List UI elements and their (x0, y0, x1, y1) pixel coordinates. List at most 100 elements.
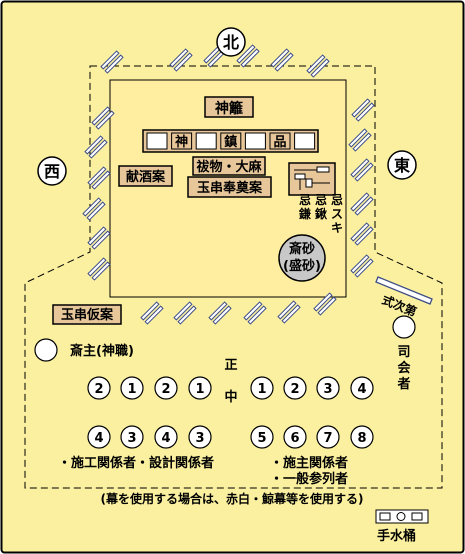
svg-text:玉串仮案: 玉串仮案 (61, 307, 114, 323)
bamboo-stake (350, 222, 374, 246)
attendee-seats: 2 1 2 1 4 3 4 3 1 2 3 4 5 6 7 8 (87, 376, 374, 449)
attendee-seat: 6 (283, 425, 307, 449)
seat-number: 1 (257, 382, 266, 397)
bamboo-stake (87, 257, 111, 281)
bamboo-stake (236, 44, 260, 68)
seat-number: 8 (357, 431, 366, 446)
enclosure-dashed-line (24, 65, 443, 489)
offering-cell (146, 132, 168, 150)
shoumen-bottom: 中 (224, 389, 237, 405)
attendee-seat: 4 (350, 376, 374, 400)
seat-number: 3 (127, 431, 136, 446)
temizuoke: 手水桶 (375, 509, 429, 544)
bamboo-stake (140, 301, 164, 325)
attendee-seat: 1 (188, 376, 212, 400)
shoumen-top: 正 (224, 358, 237, 373)
svg-text:祓物・大麻: 祓物・大麻 (196, 159, 262, 175)
attendee-seat: 1 (120, 376, 144, 400)
bamboo-stake (87, 226, 111, 250)
seat-number: 4 (161, 431, 170, 446)
right-caption-2: ・一般参列者 (270, 471, 348, 487)
svg-text:斎砂: 斎砂 (289, 241, 315, 257)
imikuwa-label: 忌鍬 (315, 192, 327, 221)
offering-cell-label: 神 (175, 134, 188, 150)
bamboo-stake (84, 135, 108, 159)
himorogi-tag: 神籬 (204, 96, 254, 118)
north-marker: 北 (216, 27, 246, 57)
svg-text:献酒案: 献酒案 (126, 169, 166, 185)
east-label: 東 (394, 156, 410, 175)
saishu-label: 斎主(神職) (70, 343, 134, 359)
curtain-note: (幕を使用する場合は、赤白・鯨幕等を使用する) (101, 491, 364, 506)
shikaisha-position: 司会者 (392, 315, 416, 392)
attendee-seat: 2 (154, 376, 178, 400)
saishu-position: 斎主(神職) (34, 338, 134, 362)
north-label: 北 (223, 33, 239, 52)
attendee-seat: 7 (316, 425, 340, 449)
seat-number: 5 (257, 431, 266, 446)
seat-number: 4 (357, 382, 366, 397)
tamagushi-karian-tag: 玉串仮案 (52, 304, 122, 325)
offering-cell (195, 132, 217, 150)
attendee-seat: 1 (250, 376, 274, 400)
imikama-label: 忌鎌 (298, 192, 311, 221)
attendee-seat: 3 (188, 425, 212, 449)
svg-text:(盛砂): (盛砂) (283, 258, 321, 274)
bamboo-stakes (82, 44, 375, 325)
east-marker: 東 (387, 150, 417, 180)
seat-number: 6 (290, 431, 299, 446)
bamboo-stake (270, 48, 294, 72)
bamboo-stake (277, 300, 301, 324)
bamboo-stake (100, 50, 124, 74)
tamagushi-hoten-tag: 玉串奉奠案 (187, 176, 272, 198)
bamboo-stake (351, 98, 375, 122)
attendee-seat: 2 (87, 376, 111, 400)
attendee-seat: 8 (350, 425, 374, 449)
west-label: 西 (44, 162, 60, 181)
seat-number: 2 (94, 382, 103, 397)
svg-text:玉串奉奠案: 玉串奉奠案 (197, 180, 263, 196)
seat-number: 1 (195, 382, 204, 397)
bamboo-stake (87, 166, 111, 190)
saisha-sand-pile: 斎砂 (盛砂) (278, 234, 326, 282)
bamboo-stake (350, 254, 374, 278)
attendee-seat: 3 (120, 425, 144, 449)
nusa-tag: 祓物・大麻 (192, 156, 266, 176)
ritual-tools: 忌鎌 忌鍬 忌スキ (288, 162, 343, 235)
bamboo-stake (203, 44, 227, 68)
seat-number: 2 (290, 382, 299, 397)
bamboo-stake (306, 54, 330, 78)
ritual-tools-icon (294, 166, 330, 190)
bamboo-stake (350, 158, 374, 182)
shikaisha-label: 司会者 (396, 345, 411, 392)
seat-number: 3 (195, 431, 204, 446)
bamboo-stake (313, 292, 337, 316)
bamboo-stake (350, 192, 374, 216)
offering-cell (294, 132, 316, 150)
offering-cell (244, 132, 266, 150)
offering-cell (269, 132, 291, 150)
attendee-seat: 4 (87, 425, 111, 449)
offering-cell (220, 132, 242, 150)
attendee-seat: 3 (316, 376, 340, 400)
svg-text:神籬: 神籬 (215, 100, 243, 117)
bamboo-stake (348, 128, 372, 152)
offering-row: 神鎮品 (142, 129, 319, 153)
bamboo-stake (243, 301, 267, 325)
seat-number: 3 (323, 382, 332, 397)
right-caption-1: ・施主関係者 (270, 455, 348, 471)
bamboo-stake (169, 48, 193, 72)
offering-cell-label: 鎮 (224, 134, 237, 150)
attendee-seat: 2 (283, 376, 307, 400)
temizuoke-label: 手水桶 (377, 528, 416, 544)
seat-number: 1 (127, 382, 136, 397)
left-caption: ・施工関係者・設計関係者 (58, 455, 214, 471)
kenshuan-tag: 献酒案 (118, 165, 173, 187)
seat-number: 2 (161, 382, 170, 397)
attendee-seat: 5 (250, 425, 274, 449)
attendee-seat: 4 (154, 425, 178, 449)
seat-number: 7 (323, 431, 332, 446)
imisuki-label: 忌スキ (331, 192, 343, 235)
